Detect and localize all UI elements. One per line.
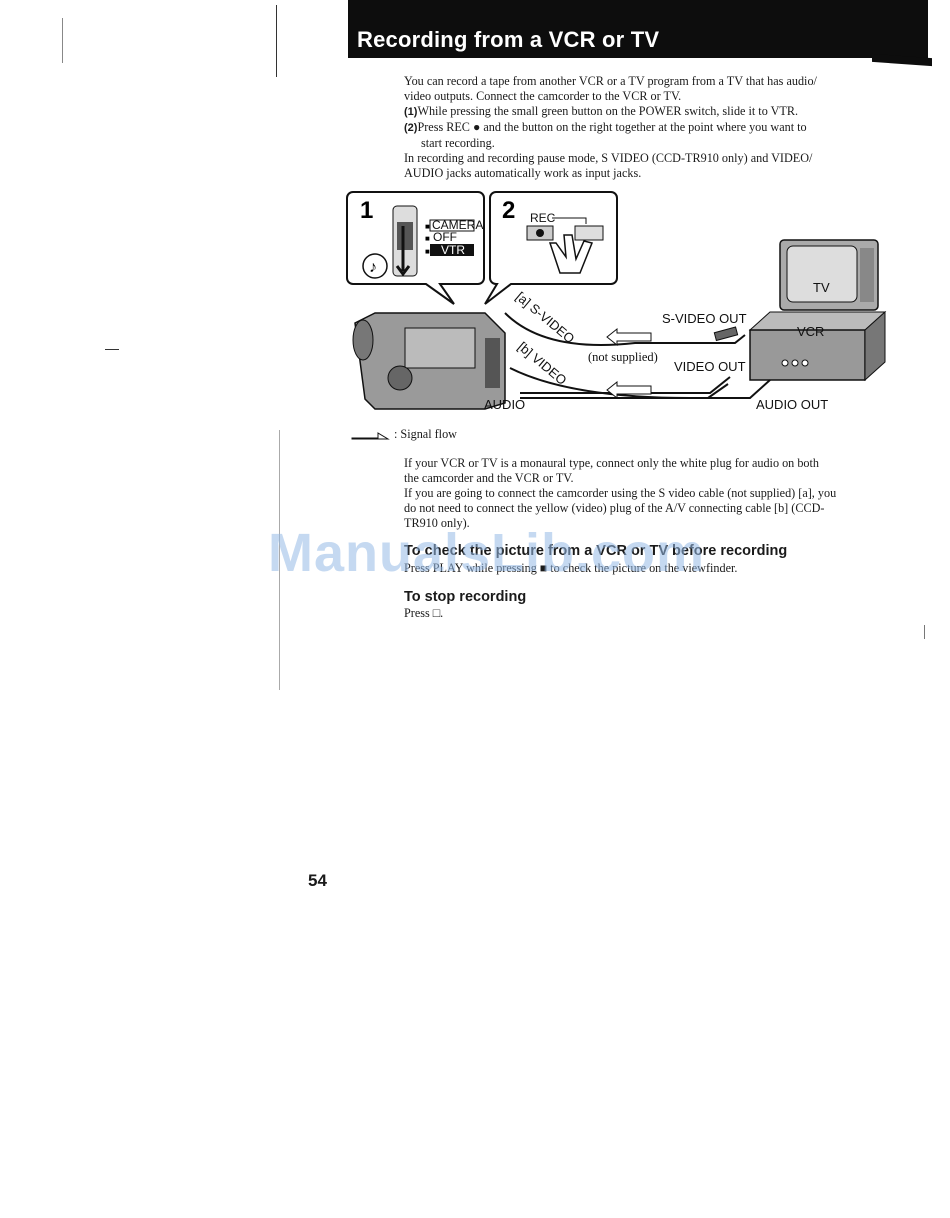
subtext-stop-recording: Press □. xyxy=(404,606,444,620)
vcr-illustration: VCR xyxy=(748,310,887,382)
switch-off-label: OFF xyxy=(433,230,457,244)
switch-vtr-label: VTR xyxy=(441,243,465,257)
bullet-icon: ■ xyxy=(425,247,430,256)
scan-artifact-dash xyxy=(105,349,119,350)
signal-flow-legend: : Signal flow xyxy=(350,427,457,442)
signal-flow-label: : Signal flow xyxy=(394,427,457,441)
svideo-out-label: S-VIDEO OUT xyxy=(662,311,747,326)
audio-out-label: AUDIO OUT xyxy=(756,397,828,412)
note-line: If your VCR or TV is a monaural type, co… xyxy=(404,456,819,470)
step-text: Press REC ● and the button on the right … xyxy=(417,120,807,134)
fingers-pressing-icon xyxy=(548,234,594,274)
note-line: do not need to connect the yellow (video… xyxy=(404,501,825,515)
scan-artifact-line xyxy=(279,430,280,690)
step-2: (2)Press REC ● and the button on the rig… xyxy=(404,120,874,136)
tv-illustration: TV xyxy=(779,239,879,311)
connection-diagram: 1 ♪ CAMERA ■ ■ OFF ■ VTR 2 REC xyxy=(346,191,887,412)
note-line: TR910 only). xyxy=(404,516,470,530)
signal-arrow-icon xyxy=(606,327,652,347)
svideo-plug-icon xyxy=(713,326,739,342)
mode-note-line: In recording and recording pause mode, S… xyxy=(404,151,813,165)
power-symbol-icon xyxy=(362,253,388,279)
step2-number: 2 xyxy=(502,197,515,224)
intro-line: You can record a tape from another VCR o… xyxy=(404,74,817,88)
subheading-stop-recording: To stop recording xyxy=(404,589,527,605)
note-line: the camcorder and the VCR or TV. xyxy=(404,471,574,485)
step-1: (1)While pressing the small green button… xyxy=(404,104,874,120)
watermark: ManualsLib.com xyxy=(268,523,706,583)
step1-number: 1 xyxy=(360,197,373,224)
scan-artifact-line xyxy=(924,625,925,639)
tv-label: TV xyxy=(813,280,830,295)
step1-box: 1 ♪ CAMERA ■ ■ OFF ■ VTR xyxy=(346,191,485,305)
page-title: Recording from a VCR or TV xyxy=(357,27,660,52)
camcorder-illustration xyxy=(352,312,506,410)
bullet-icon: ■ xyxy=(425,222,430,231)
intro-block: You can record a tape from another VCR o… xyxy=(404,74,874,181)
rec-label: REC xyxy=(530,211,556,225)
mode-note-line: AUDIO jacks automatically work as input … xyxy=(404,166,642,180)
bullet-icon: ■ xyxy=(425,234,430,243)
signal-arrow-icon xyxy=(606,380,652,400)
step-text: While pressing the small green button on… xyxy=(417,104,799,118)
note-line: If you are going to connect the camcorde… xyxy=(404,486,837,500)
switch-camera-label: CAMERA xyxy=(432,218,483,232)
scan-artifact-line xyxy=(276,5,277,77)
step2-box: 2 REC xyxy=(484,191,618,305)
subheading-check-picture: To check the picture from a VCR or TV be… xyxy=(404,543,788,559)
record-dot-icon xyxy=(536,229,544,237)
step-number: (2) xyxy=(404,122,418,134)
scan-artifact-dot xyxy=(62,18,63,63)
subtext-check-picture: Press PLAY while pressing ■ to check the… xyxy=(404,561,738,575)
cables xyxy=(504,312,771,399)
audio-label: AUDIO xyxy=(484,397,525,412)
signal-arrow-icon xyxy=(351,431,390,439)
intro-line: video outputs. Connect the camcorder to … xyxy=(404,89,682,103)
page-number: 54 xyxy=(308,871,327,890)
step-number: (1) xyxy=(404,106,418,118)
header-bar xyxy=(348,0,928,58)
music-note-icon: ♪ xyxy=(369,259,377,276)
notes-block: If your VCR or TV is a monaural type, co… xyxy=(404,456,889,531)
step-2-continued: start recording. xyxy=(421,136,495,150)
not-supplied-label: (not supplied) xyxy=(588,350,658,364)
vcr-label: VCR xyxy=(797,324,824,339)
video-out-label: VIDEO OUT xyxy=(674,359,746,374)
